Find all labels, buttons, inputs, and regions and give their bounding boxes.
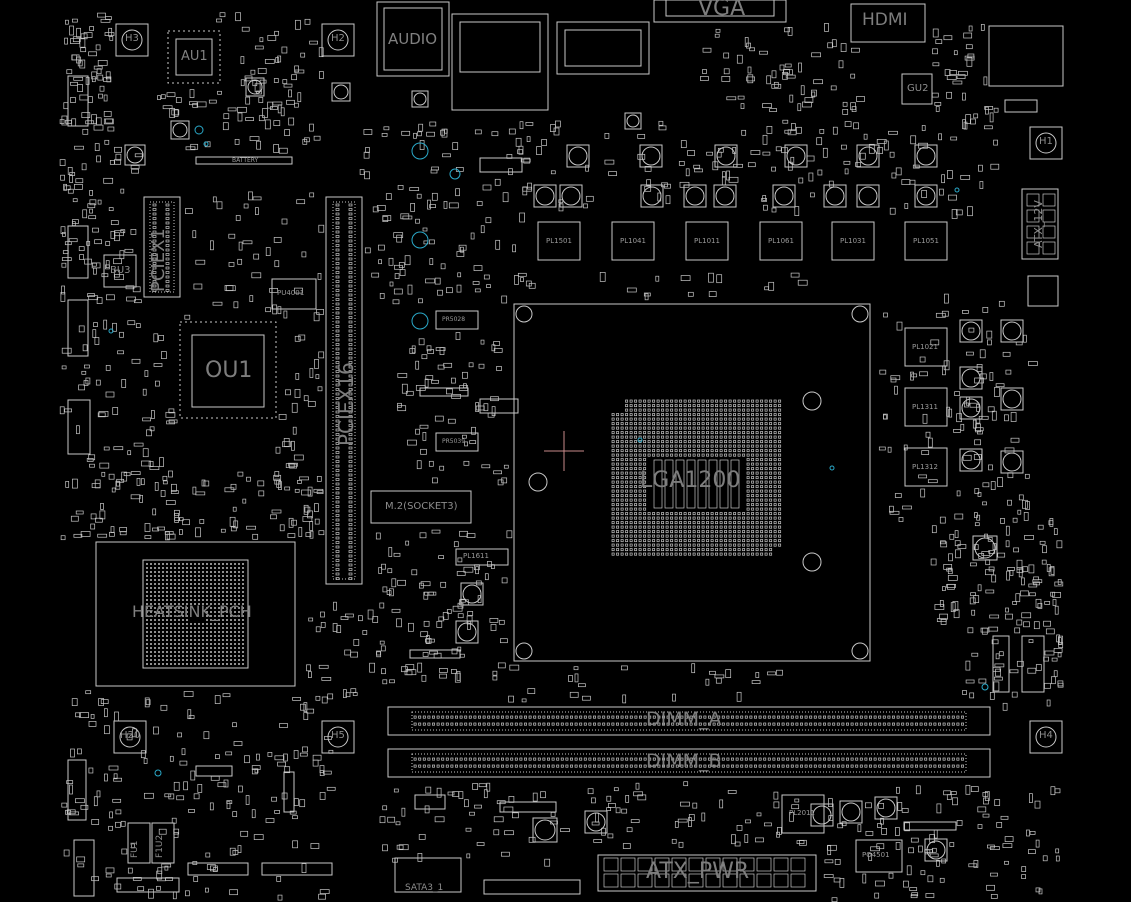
- pciex1-label: PCIEX1: [148, 228, 169, 292]
- pr5028-label: PR5028: [442, 316, 466, 323]
- pl1051-label: PL1051: [913, 237, 939, 245]
- dp-connector-outline: [988, 25, 1064, 87]
- h2-label: H2: [331, 33, 345, 44]
- pch-outline: [95, 541, 296, 687]
- h1-label: H1: [1039, 136, 1053, 147]
- au1-chip-outline: [175, 38, 213, 76]
- pch-heatsink-label: HEATSINK_PCH: [132, 602, 252, 621]
- vga-label: VGA: [698, 0, 746, 21]
- cpu-socket-label: LGA1200: [640, 468, 741, 493]
- pl1312-label: PL1312: [912, 463, 938, 471]
- dimm-a-label: DIMM_A: [646, 708, 722, 730]
- pl1501-label: PL1501: [546, 237, 572, 245]
- atx-12v-label: ATX_12V: [1032, 200, 1045, 248]
- atx-pwr-connector-outline: [597, 854, 817, 892]
- dimm-a-slot-outline: [387, 706, 991, 736]
- pl1041-label: PL1041: [620, 237, 646, 245]
- ou1-chip-outline: [191, 334, 265, 408]
- h3-label: H3: [125, 33, 139, 44]
- bu3-label: BU3: [110, 265, 131, 276]
- gu2-label: GU2: [907, 83, 929, 94]
- audio-jack-outline: [376, 1, 450, 77]
- m2-socket-outline: [370, 490, 472, 524]
- atx-12v-connector-outline: [1021, 188, 1059, 260]
- pciex16-label: PCIEX16: [334, 362, 358, 446]
- pl1021-label: PL1021: [912, 343, 938, 351]
- pciex16-slot-outline: [325, 196, 363, 585]
- pr5039-label: PR5039: [442, 438, 466, 445]
- atx-pwr-label: ATX_PWR: [646, 859, 750, 884]
- lan-usb-outline: [451, 13, 549, 111]
- po4501-label: PO4501: [862, 851, 890, 859]
- pl1311-label: PL1311: [912, 403, 938, 411]
- dimm-b-slot-outline: [387, 748, 991, 778]
- pl2011-label: PL2011: [789, 809, 815, 817]
- au1-label: AU1: [181, 49, 208, 64]
- pl1061-label: PL1061: [768, 237, 794, 245]
- hdmi-label: HDMI: [862, 10, 908, 30]
- vga-connector-outline: [653, 0, 787, 23]
- dimm-b-label: DIMM_B: [646, 750, 722, 772]
- usb-stack-outline: [556, 21, 650, 75]
- cpu-socket-outline: [513, 303, 871, 662]
- gu2-chip-outline: [901, 73, 933, 105]
- f1u2-label: F1U2: [155, 834, 165, 858]
- pl1011-label: PL1011: [694, 237, 720, 245]
- pl1611-label: PL1611: [463, 552, 489, 560]
- pu4001-label: PU4001: [277, 289, 305, 297]
- pl1031-label: PL1031: [840, 237, 866, 245]
- battery-label: BATTERY: [232, 157, 259, 164]
- h20-label: H20: [120, 730, 141, 741]
- battery-outline: [195, 156, 293, 165]
- fu1-label: FU1: [130, 840, 140, 859]
- pciex1-slot-outline: [143, 196, 181, 298]
- hdmi-connector-outline: [850, 3, 926, 43]
- audio-label: AUDIO: [388, 30, 438, 48]
- m2-label: M.2(SOCKET3): [385, 501, 458, 512]
- sata-label: SATA3_1: [405, 883, 444, 893]
- ou1-label: OU1: [205, 358, 253, 383]
- cursor-crosshair: [544, 431, 584, 471]
- h4-label: H4: [1039, 730, 1053, 741]
- h5-label: H5: [331, 730, 345, 741]
